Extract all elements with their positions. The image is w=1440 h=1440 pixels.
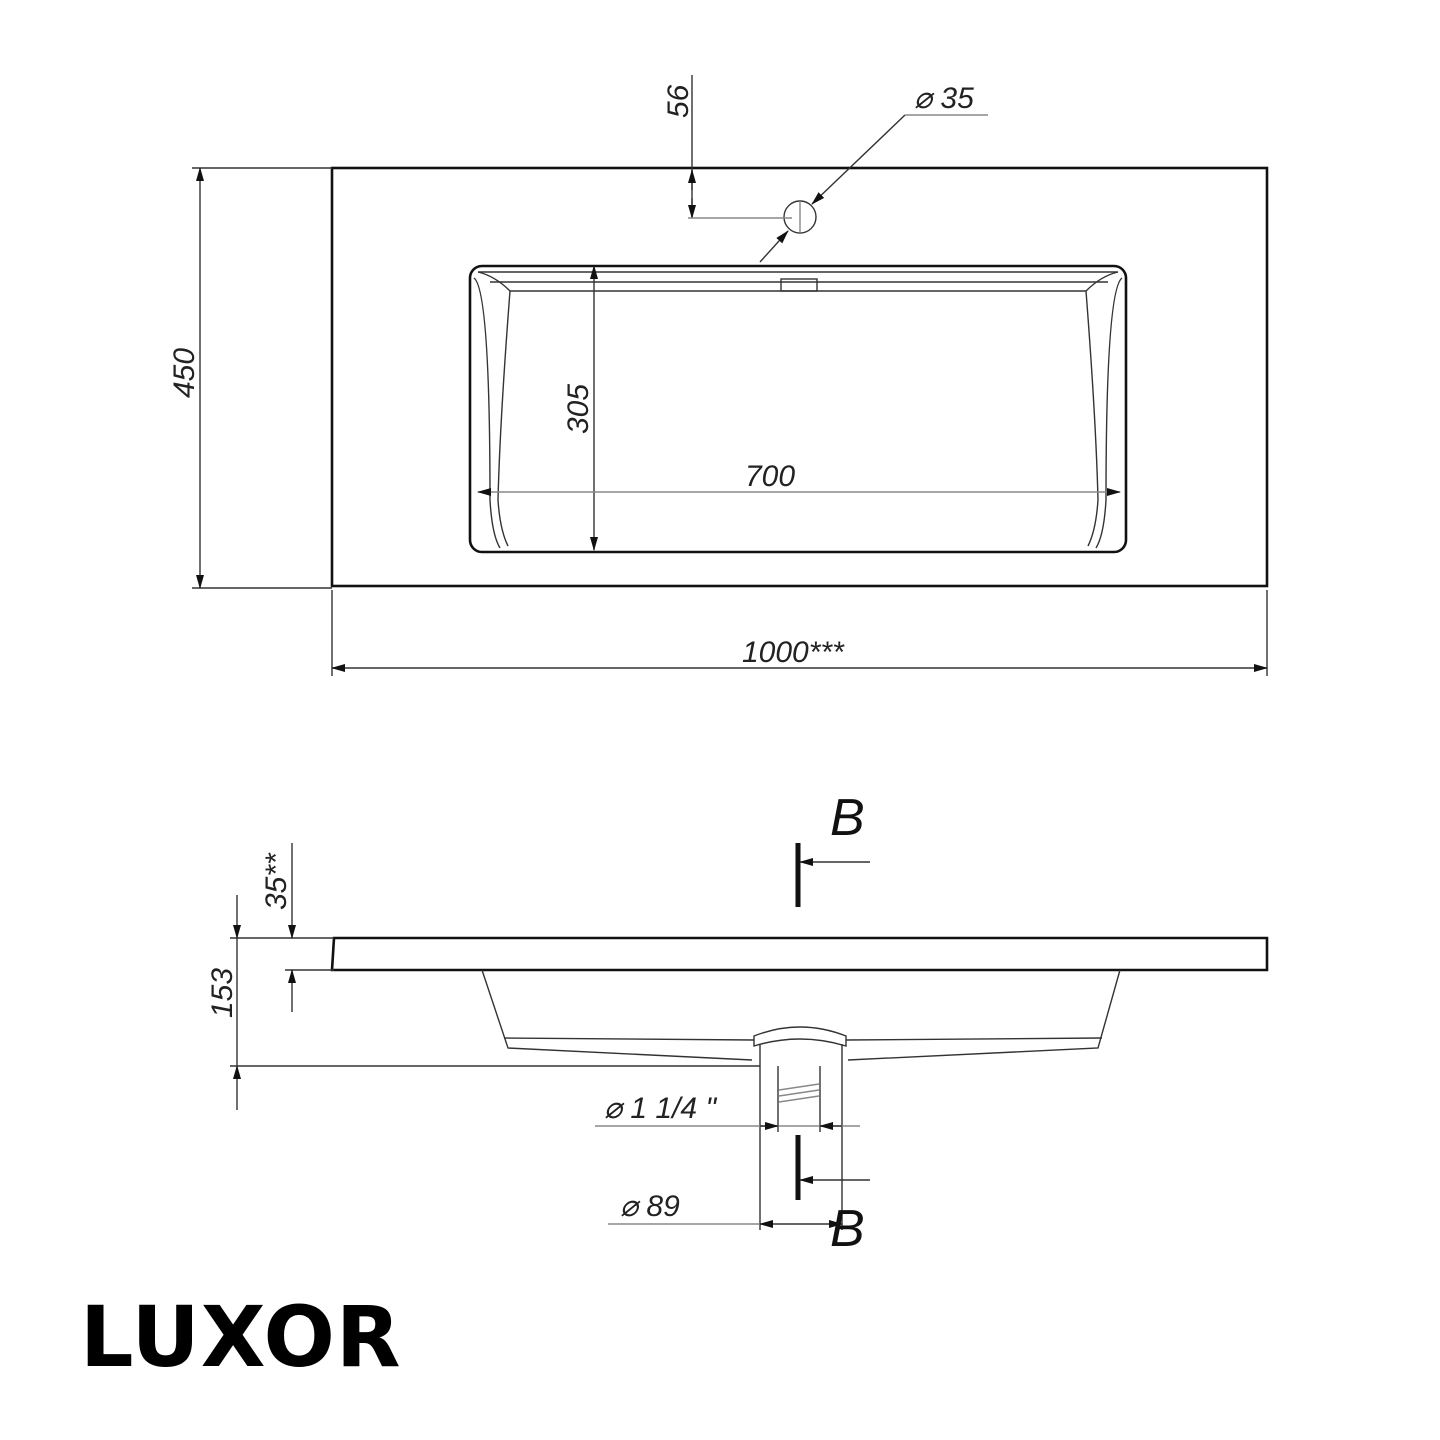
side-view: 153 35** ⌀ 1 1/4 " ⌀ 89 (206, 789, 1269, 1258)
dim-bowl-width-label: 700 (745, 460, 795, 493)
brand-title: LUXOR (80, 1288, 402, 1386)
dim-width-label: 1000*** (742, 636, 845, 669)
dimension-width: 1000*** (331, 590, 1268, 676)
dim-drain-outer-label: ⌀ 89 (620, 1190, 680, 1223)
dimension-drain-outer: ⌀ 89 (608, 1190, 843, 1228)
dim-drain-thread-label: ⌀ 1 1/4 " (604, 1092, 717, 1125)
dim-slab-label: 35** (260, 852, 293, 910)
bowl-profile (481, 969, 1121, 1061)
dim-tap-hole-label: ⌀ 35 (914, 82, 974, 115)
dim-tap-offset-label: 56 (662, 84, 695, 118)
section-marker-top: B (795, 789, 870, 907)
section-bottom-label: B (830, 1200, 865, 1258)
dim-bowl-depth-label: 305 (562, 384, 595, 434)
drain (753, 1026, 847, 1125)
dimension-tap-offset: 56 (662, 75, 792, 219)
dimension-bowl-width: 700 (477, 460, 1121, 496)
section-marker-bottom: B (795, 1135, 870, 1258)
dimension-tap-hole: ⌀ 35 (759, 82, 988, 263)
dim-depth-label: 450 (168, 348, 201, 398)
dim-height-label: 153 (206, 968, 239, 1018)
dimension-depth: 450 (168, 167, 332, 589)
countertop-slab (330, 936, 1269, 972)
dimension-drain-thread: ⌀ 1 1/4 " (595, 1066, 860, 1230)
section-top-label: B (830, 789, 865, 847)
dimension-bowl-depth: 305 (562, 265, 598, 551)
countertop-outline (330, 166, 1269, 588)
bowl-outline (468, 264, 1128, 554)
dimension-slab: 35** (260, 843, 334, 1012)
top-view: 450 1000*** 56 ⌀ 35 305 (168, 75, 1269, 676)
dimension-height: 153 (206, 895, 760, 1110)
